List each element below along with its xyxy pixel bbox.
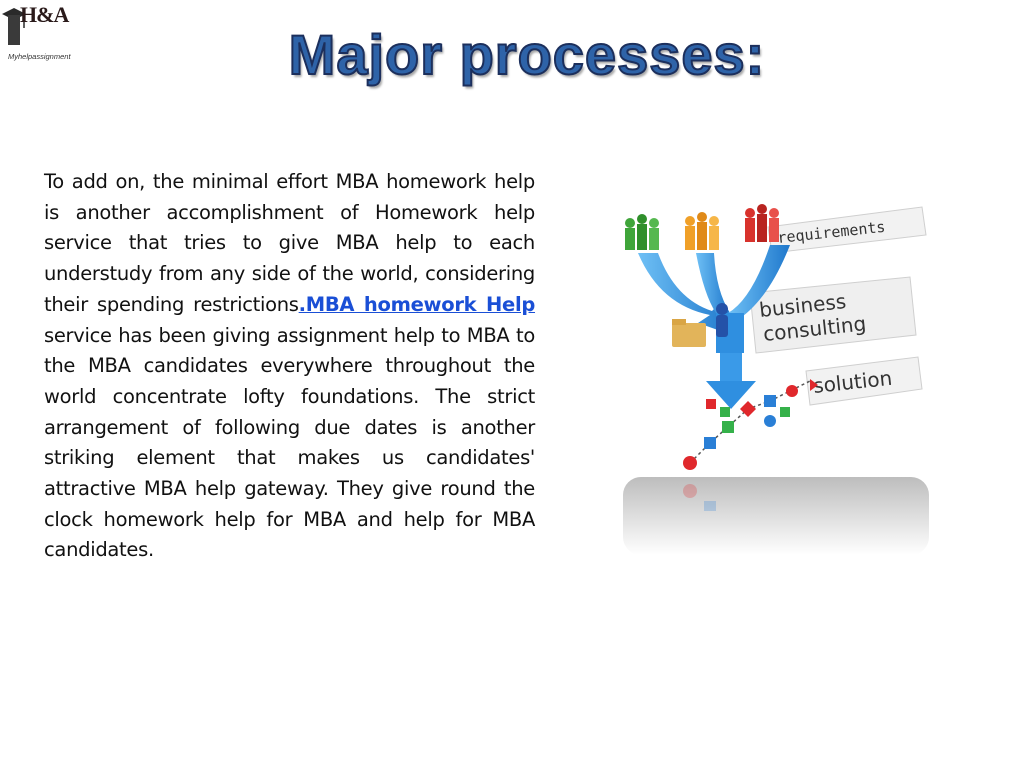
logo-subtitle: Myhelpassignment bbox=[8, 52, 71, 61]
body-text-after-link: service has been giving assignment help … bbox=[44, 323, 535, 562]
logo-mark: H&A bbox=[20, 2, 69, 27]
company-logo: H&A Myhelpassignment bbox=[0, 0, 76, 78]
folder-icon bbox=[672, 319, 706, 347]
person-icon bbox=[716, 303, 728, 337]
slide-title: Major processes: bbox=[288, 22, 766, 87]
mba-homework-help-link[interactable]: .MBA homework Help bbox=[298, 292, 536, 316]
business-consulting-banner: business consulting bbox=[749, 276, 917, 354]
solution-banner: solution bbox=[805, 356, 923, 406]
process-illustration: requirements business consulting solutio… bbox=[620, 195, 930, 555]
reflection bbox=[683, 484, 716, 511]
red-team-icon bbox=[745, 204, 779, 242]
requirements-banner: requirements bbox=[767, 206, 927, 254]
funnel-arrow-icon bbox=[638, 245, 790, 409]
body-paragraph: To add on, the minimal effort MBA homewo… bbox=[44, 167, 535, 566]
body-text-before-link: To add on, the minimal effort MBA homewo… bbox=[44, 170, 535, 316]
process-flow-icon bbox=[683, 379, 818, 470]
graduation-cap-icon bbox=[2, 8, 26, 45]
orange-team-icon bbox=[685, 212, 719, 250]
green-team-icon bbox=[625, 214, 659, 250]
